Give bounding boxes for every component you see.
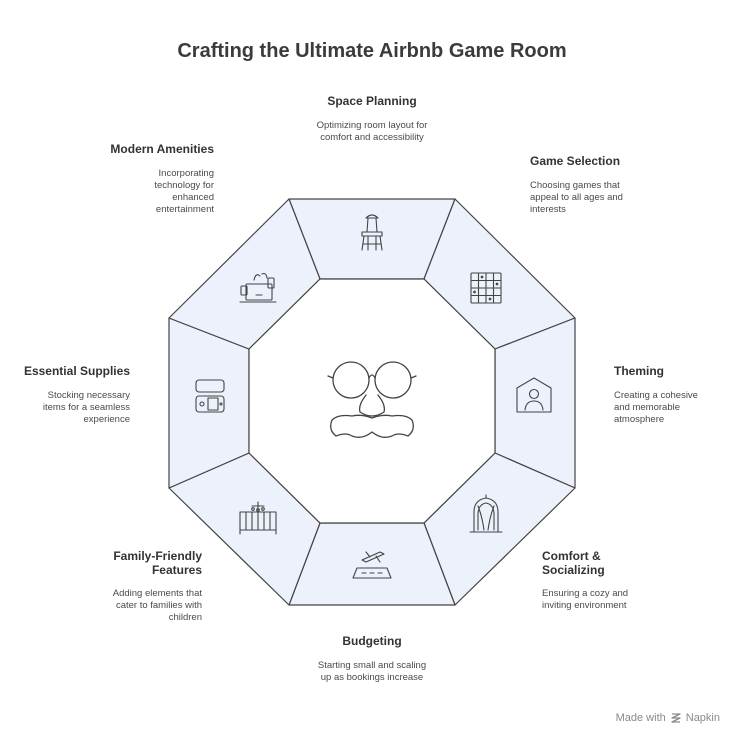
crib-mobile-icon	[239, 501, 277, 535]
desc-comfort-socializing: Ensuring a cozy and inviting environment	[542, 588, 629, 611]
home-person-icon	[516, 377, 552, 413]
label-family-friendly: Family-Friendly Features	[113, 549, 202, 577]
desc-family-friendly: Adding elements that cater to families w…	[112, 588, 202, 623]
label-theming: Theming	[614, 364, 664, 378]
desc-modern-amenities: Incorporating technology for enhanced en…	[154, 168, 214, 215]
label-budgeting: Budgeting	[342, 634, 402, 648]
desc-theming: Creating a cohesive and memorable atmosp…	[614, 390, 698, 425]
disguise-glasses-mustache-icon	[327, 361, 417, 438]
game-console-icon	[195, 379, 225, 413]
chair-icon	[361, 214, 383, 251]
desc-game-selection: Choosing games that appeal to all ages a…	[530, 180, 623, 215]
game-board-icon	[470, 272, 502, 304]
label-comfort-socializing: Comfort & Socializing	[542, 549, 605, 577]
diagram-title: Crafting the Ultimate Airbnb Game Room	[177, 40, 567, 62]
laptop-devices-icon	[239, 272, 277, 303]
desc-budgeting: Starting small and scaling up as booking…	[317, 660, 427, 683]
airplane-runway-icon	[352, 551, 392, 579]
made-with-napkin-footer: Made with Napkin	[616, 712, 720, 724]
desc-essential-supplies: Stocking necessary items for a seamless …	[42, 390, 130, 425]
label-space-planning: Space Planning	[327, 94, 417, 108]
label-game-selection: Game Selection	[530, 154, 621, 168]
napkin-logo-icon	[671, 713, 681, 723]
label-modern-amenities: Modern Amenities	[110, 142, 214, 156]
footer-brand: Napkin	[685, 712, 720, 724]
center-octagon	[248, 278, 496, 524]
label-essential-supplies: Essential Supplies	[23, 364, 130, 378]
window-curtains-icon	[469, 494, 503, 533]
footer-made-with: Made with	[615, 712, 666, 724]
desc-space-planning: Optimizing room layout for comfort and a…	[316, 120, 428, 143]
